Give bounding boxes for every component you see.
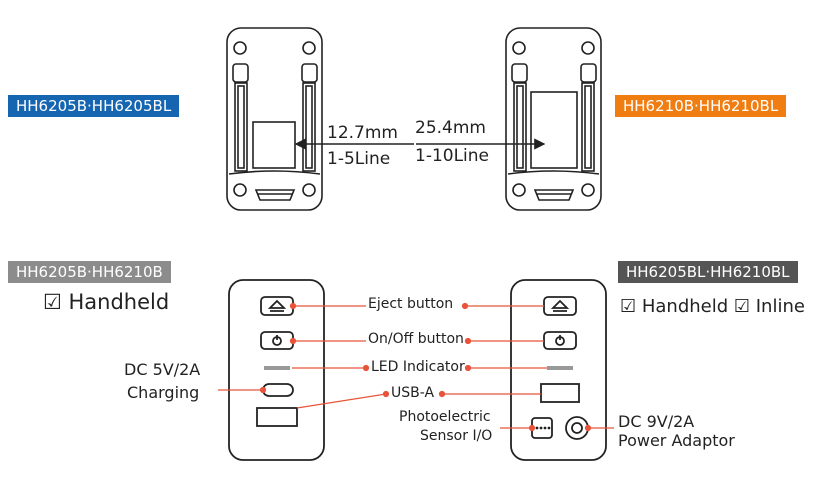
- left-led-indicator: [264, 366, 290, 370]
- top-left-model-badge: HH6205B·HH6205BL: [8, 95, 180, 117]
- power-callout-line1: DC 9V/2A: [618, 412, 695, 431]
- left-modes-label: ☑ Handheld: [43, 290, 170, 314]
- dc-callout-line1: DC 5V/2A: [124, 360, 201, 379]
- right-led-indicator: [547, 366, 573, 370]
- top-right-model-badge: HH6210B·HH6210BL: [615, 95, 787, 117]
- sensor-callout-line2: Sensor I/O: [420, 428, 493, 444]
- right-width-label: 25.4mm: [415, 118, 486, 138]
- right-lines-label: 1-10Line: [415, 146, 490, 166]
- dc-callout-line2: Charging: [127, 383, 200, 402]
- top-left-device: [226, 27, 323, 211]
- bottom-right-device: [510, 279, 607, 461]
- usba-callout: USB-A: [391, 385, 435, 401]
- bottom-left-device: [228, 279, 325, 461]
- onoff-callout: On/Off button: [368, 331, 464, 347]
- right-modes-label: ☑ Handheld ☑ Inline: [620, 296, 805, 317]
- power-callout-line2: Power Adaptor: [618, 431, 735, 450]
- top-right-device: [505, 27, 602, 211]
- bottom-left-model-badge: HH6205B·HH6210B: [8, 261, 171, 283]
- sensor-callout-line1: Photoelectric: [399, 409, 491, 425]
- left-lines-label: 1-5Line: [327, 149, 391, 169]
- led-callout: LED Indicator: [371, 359, 465, 375]
- sensor-io-dots: [535, 426, 551, 430]
- callout-lines: [218, 302, 614, 432]
- eject-callout: Eject button: [368, 296, 454, 312]
- left-width-label: 12.7mm: [327, 123, 398, 143]
- bottom-right-model-badge: HH6205BL·HH6210BL: [618, 261, 798, 283]
